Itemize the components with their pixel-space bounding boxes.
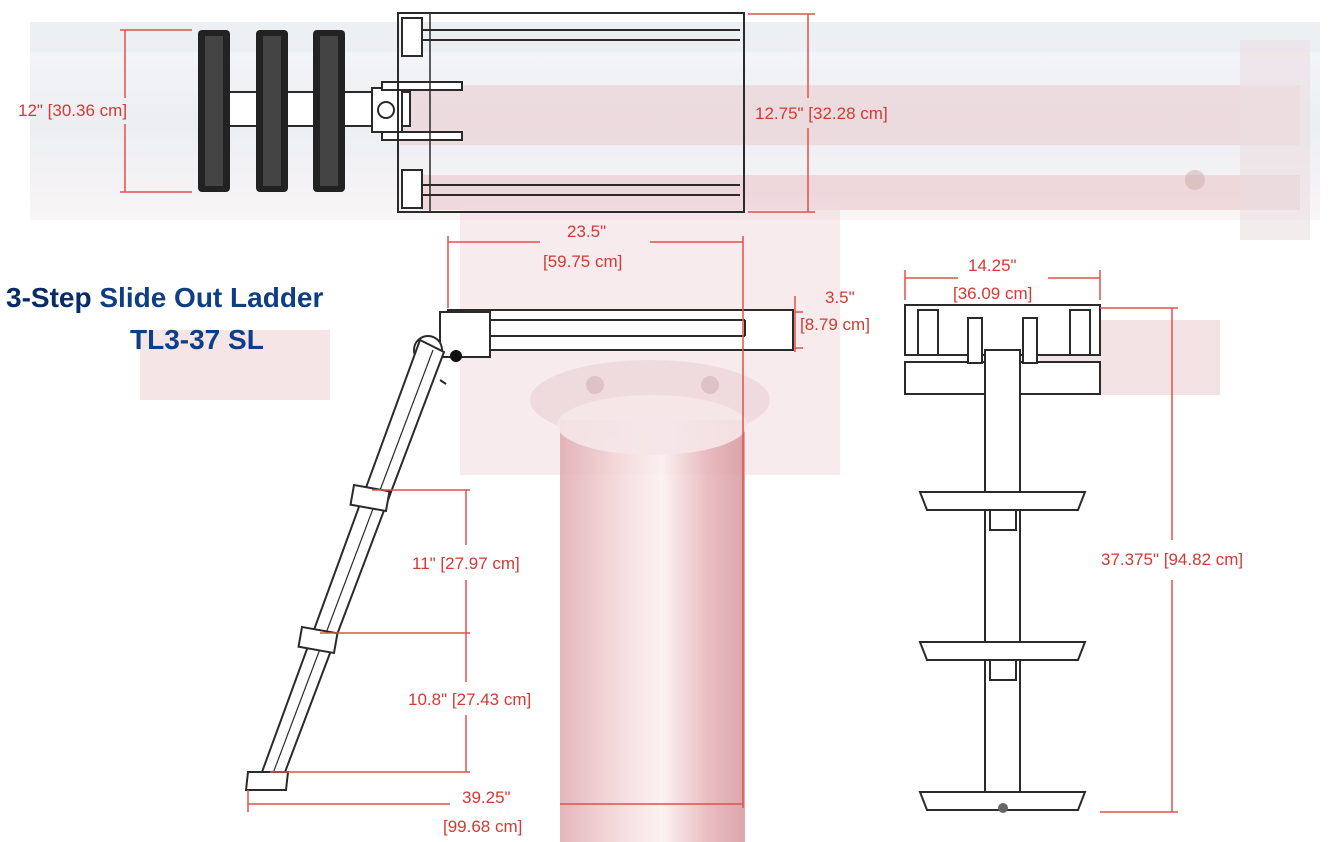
title-product-name: Slide Out Ladder xyxy=(91,282,324,313)
dim-step-spacing-2: 10.8" [27.43 cm] xyxy=(408,690,532,709)
top-view-drawing xyxy=(198,12,745,213)
dimension-lines xyxy=(120,13,1178,813)
dim-step-width: 12" [30.36 cm] xyxy=(18,101,128,120)
front-view-drawing xyxy=(904,304,1101,813)
title-step-count: 3-Step xyxy=(6,282,92,313)
background-boat-photo xyxy=(30,22,1320,842)
dim-reach-cm: [99.68 cm] xyxy=(443,817,523,836)
product-model: TL3-37 SL xyxy=(130,324,264,355)
dim-overall-length: 37.375" [94.82 cm] xyxy=(1101,550,1244,569)
product-title: 3-Step Slide Out Ladder xyxy=(6,282,323,314)
dim-step-spacing-1: 11" [27.97 cm] xyxy=(412,554,520,573)
dim-mount-length-cm: [59.75 cm] xyxy=(543,252,623,271)
dim-mount-depth-cm: [8.79 cm] xyxy=(800,315,870,334)
dim-mount-length-in: 23.5" xyxy=(567,222,607,241)
dim-mount-height: 12.75" [32.28 cm] xyxy=(755,104,888,123)
dim-front-width-in: 14.25" xyxy=(968,256,1017,275)
dim-front-width-cm: [36.09 cm] xyxy=(953,284,1033,303)
dim-mount-depth-in: 3.5" xyxy=(825,288,855,307)
dim-reach-in: 39.25" xyxy=(462,788,511,807)
side-view-drawing xyxy=(244,309,794,791)
